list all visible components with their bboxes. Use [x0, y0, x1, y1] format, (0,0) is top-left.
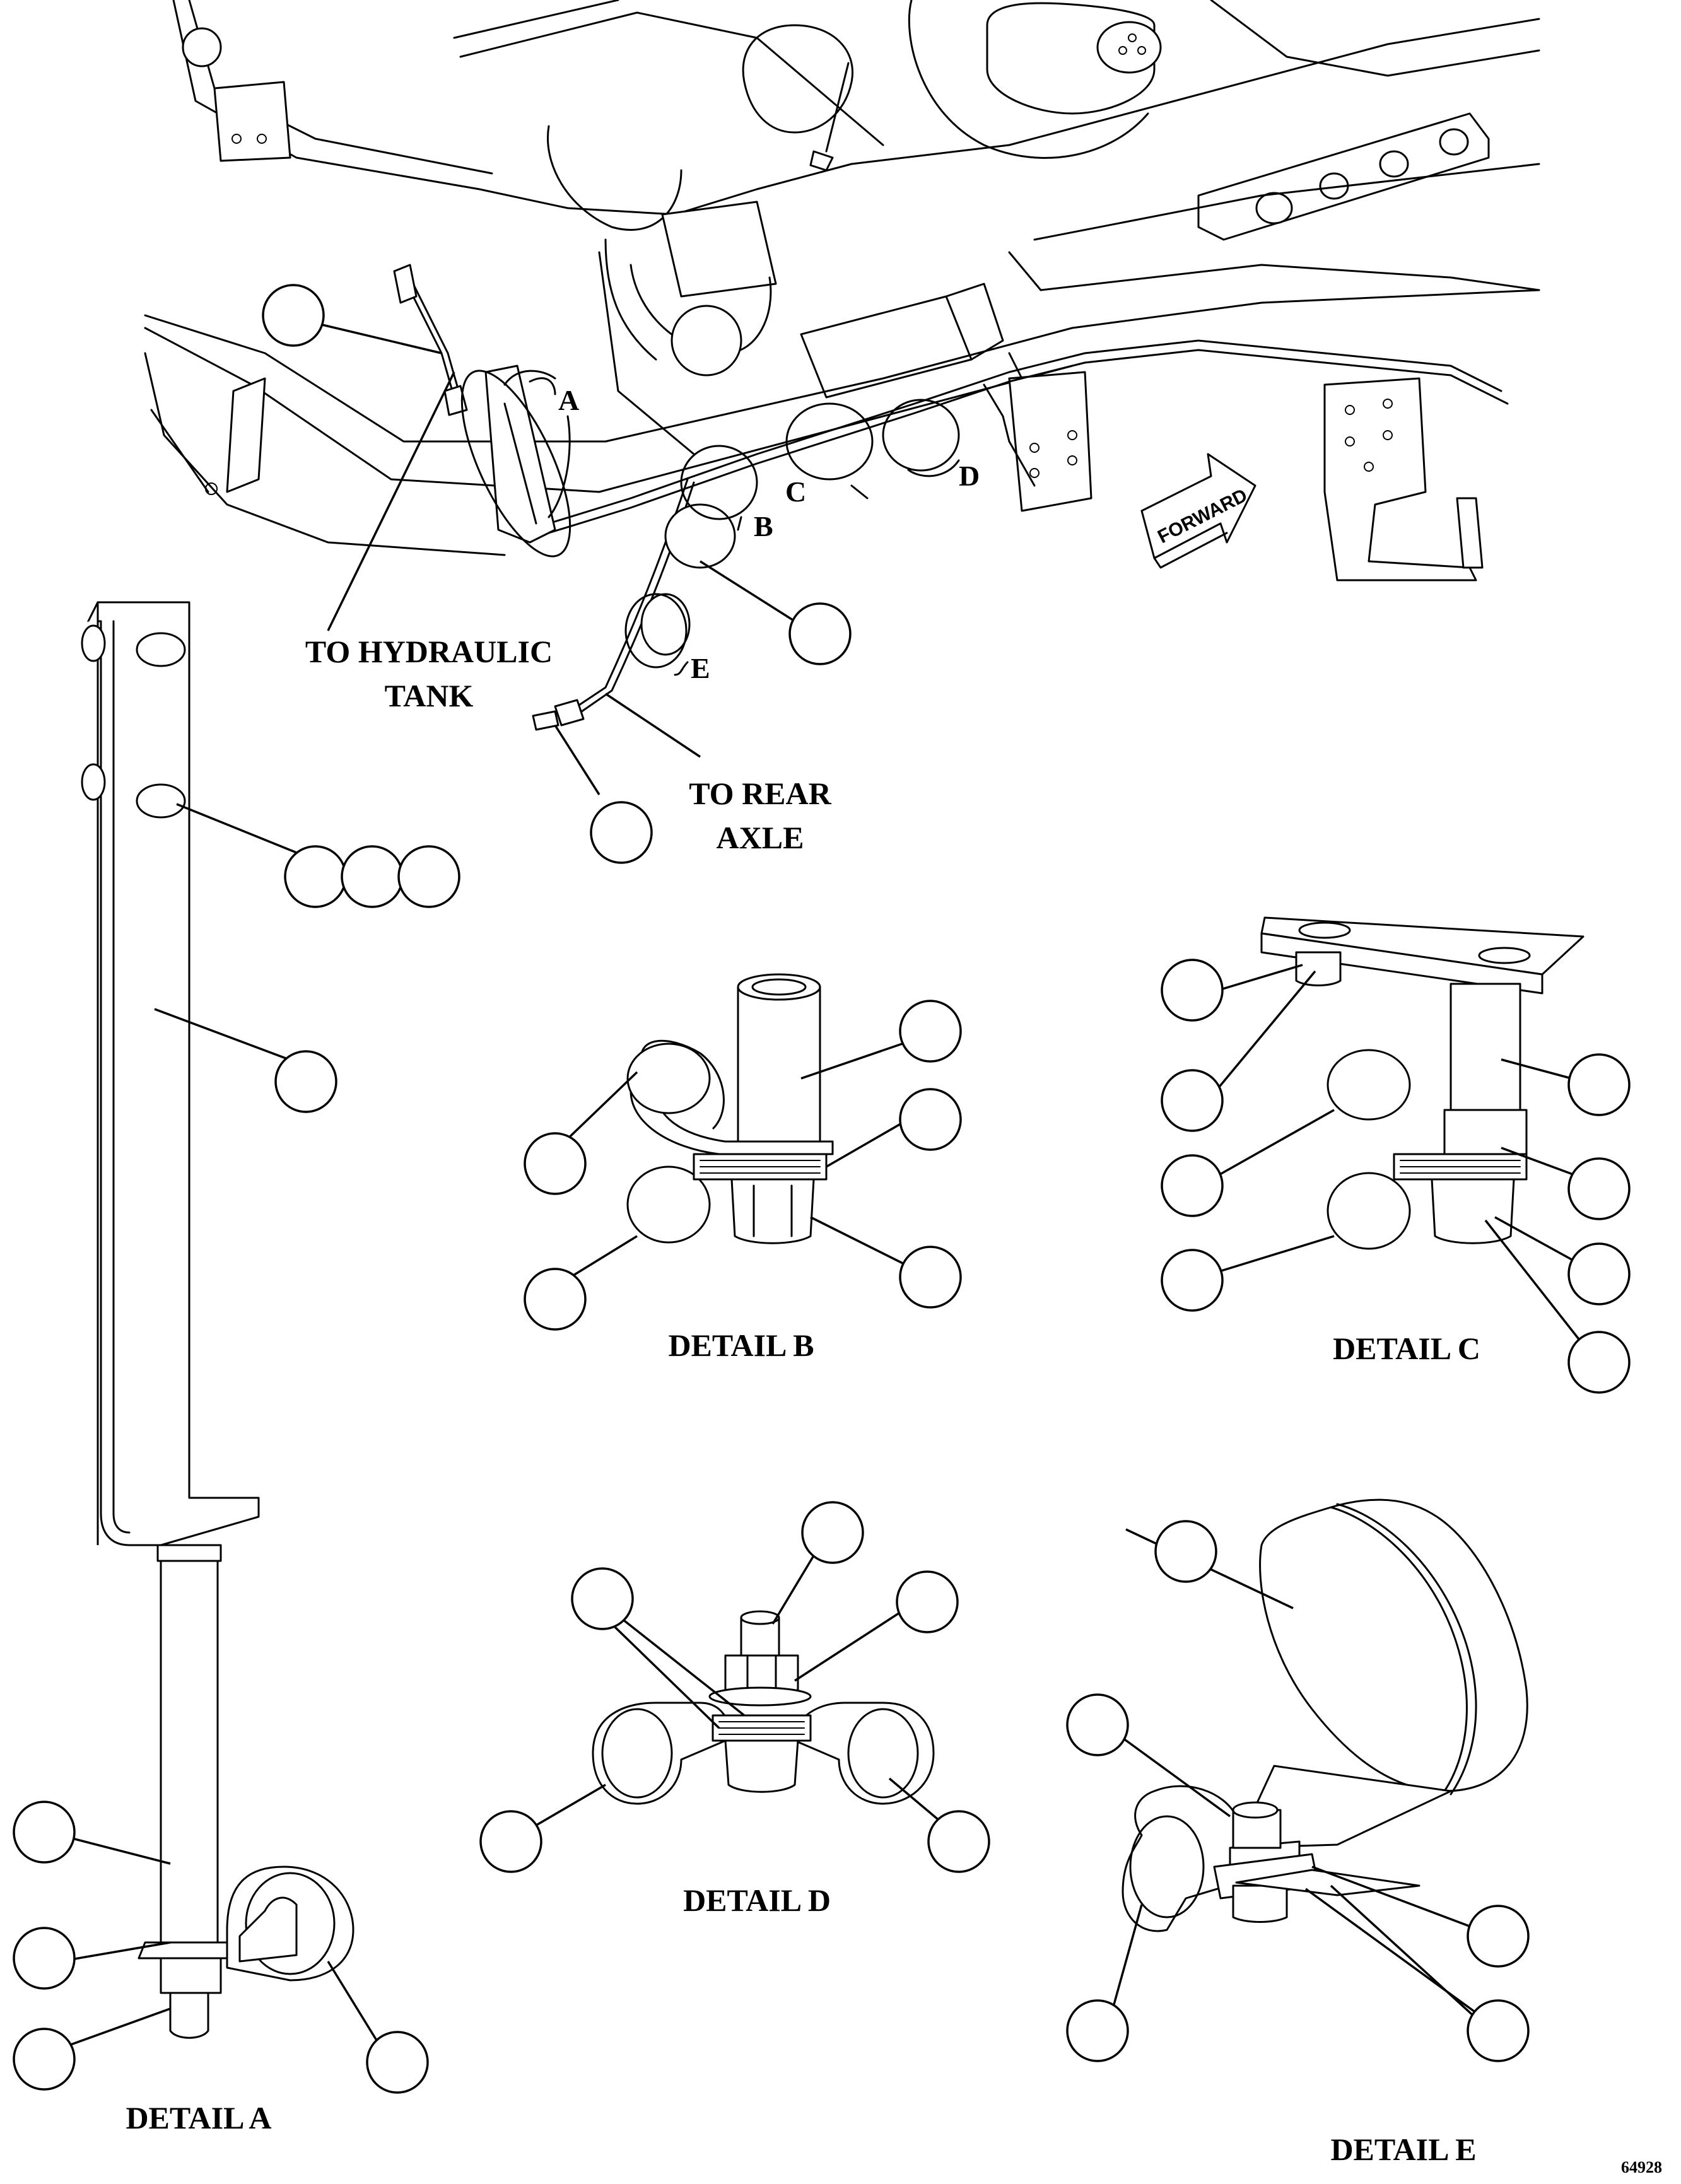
detail-c-marker: [785, 402, 874, 481]
callout-bubble: [927, 1810, 990, 1873]
detail-e-letter: E: [691, 652, 710, 684]
callout-bubble: [366, 2031, 429, 2094]
detail-a-view: DETAIL A: [13, 601, 460, 2135]
detail-a-marker: [460, 370, 571, 558]
to-rear-axle-label-line2: AXLE: [717, 820, 804, 855]
callout-bubble: [1066, 1693, 1129, 1756]
detail-c-title: DETAIL C: [1333, 1331, 1480, 1366]
callout-bubble: [1161, 1154, 1224, 1217]
detail-c-view: DETAIL C: [1161, 916, 1631, 1394]
callout-bubble: [274, 1050, 337, 1113]
callout-bubble: [896, 1570, 959, 1633]
callout-bubble: [524, 1268, 587, 1331]
to-hydraulic-tank-label-line1: TO HYDRAULIC: [305, 634, 553, 669]
detail-d-marker: [882, 399, 960, 472]
callout-bubble: [284, 845, 347, 908]
callout-bubble: [1066, 1999, 1129, 2062]
detail-c-letter: C: [785, 476, 806, 508]
detail-a-letter: A: [558, 384, 579, 416]
main-assembly-view: FORWARD A B C D E TO HYDRAULIC TANK TO: [144, 0, 1540, 864]
callout-bubble: [801, 1501, 864, 1564]
detail-a-title: DETAIL A: [126, 2100, 271, 2135]
callout-bubble: [13, 2028, 76, 2091]
callout-bubble: [1467, 1999, 1530, 2062]
callout-bubble: [788, 602, 852, 665]
forward-arrow: FORWARD: [1140, 453, 1256, 569]
detail-e-title: DETAIL E: [1330, 2132, 1476, 2167]
callout-bubble: [1467, 1905, 1530, 1968]
callout-bubble: [1161, 1249, 1224, 1312]
callout-bubble: [397, 845, 460, 908]
callout-bubble: [571, 1567, 634, 1630]
callout-bubble: [1567, 1157, 1631, 1220]
detail-e-view: DETAIL E: [1066, 1498, 1530, 2167]
to-rear-axle-label-line1: TO REAR: [689, 776, 831, 811]
detail-b-view: DETAIL B: [524, 973, 962, 1363]
callout-bubble: [899, 1088, 962, 1151]
figure-number: 64928: [1621, 2158, 1662, 2176]
detail-d-letter: D: [959, 460, 980, 492]
callout-bubble: [13, 1801, 76, 1864]
callout-bubble: [524, 1132, 587, 1195]
callout-bubble: [1161, 959, 1224, 1022]
detail-b-title: DETAIL B: [668, 1328, 814, 1363]
callout-bubble: [13, 1927, 76, 1990]
callout-bubble: [899, 1000, 962, 1063]
callout-bubble: [590, 801, 653, 864]
detail-b-marker: [680, 445, 758, 520]
callout-bubble: [262, 284, 325, 347]
detail-d-title: DETAIL D: [683, 1883, 831, 1918]
callout-bubble: [1567, 1242, 1631, 1305]
callout-bubble: [899, 1246, 962, 1309]
callout-bubble: [1154, 1520, 1217, 1583]
callout-bubble: [479, 1810, 542, 1873]
callout-bubble: [341, 845, 404, 908]
callout-bubble: [1567, 1331, 1631, 1394]
callout-bubble: [1161, 1069, 1224, 1132]
detail-e-marker: [624, 593, 688, 669]
to-hydraulic-tank-label-line2: TANK: [385, 678, 474, 713]
detail-d-view: DETAIL D: [479, 1501, 990, 1918]
callout-bubble: [1567, 1053, 1631, 1116]
detail-b-letter: B: [754, 510, 773, 542]
